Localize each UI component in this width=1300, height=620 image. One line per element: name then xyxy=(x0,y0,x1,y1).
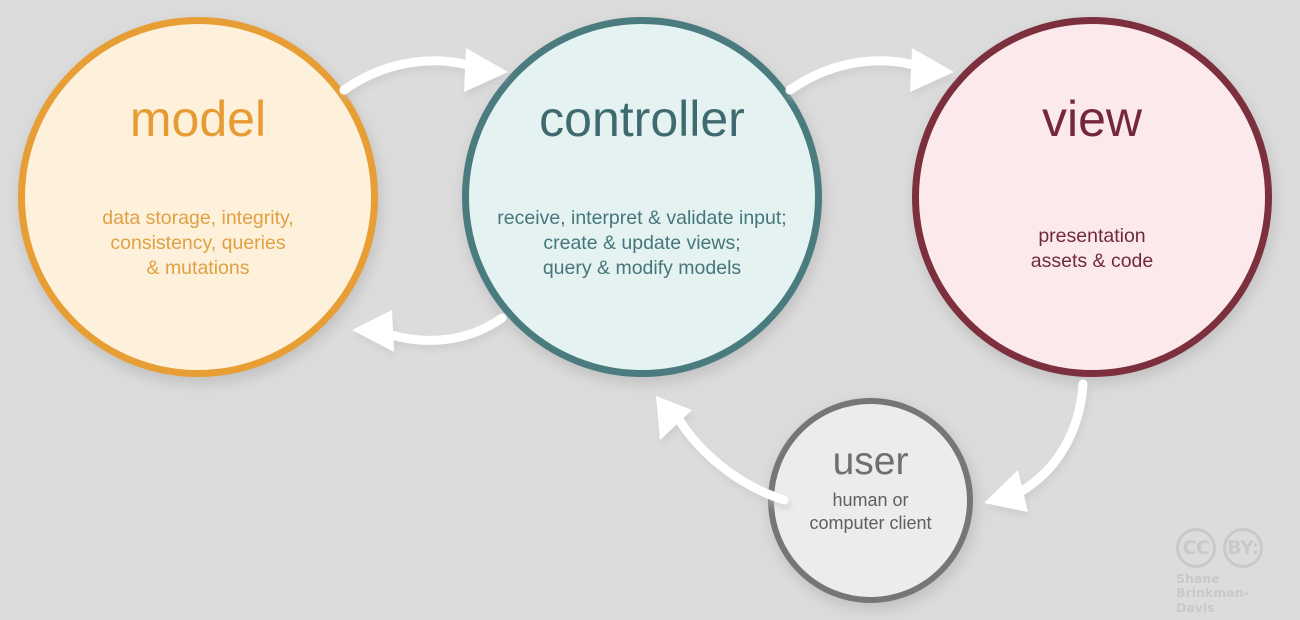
arrow-view-to-user xyxy=(984,379,1088,512)
node-model[interactable]: model data storage, integrity, consisten… xyxy=(18,17,378,377)
node-model-description: data storage, integrity, consistency, qu… xyxy=(102,207,294,279)
cc-marks: CC BY: xyxy=(1176,528,1286,568)
creative-commons-badge: CC BY: Shane Brinkman-Davis xyxy=(1176,528,1286,614)
node-view-description: presentation assets & code xyxy=(1030,225,1154,272)
node-user-description: human or computer client xyxy=(809,490,932,534)
author-credit: Shane Brinkman-Davis xyxy=(1176,571,1249,615)
node-controller-title: controller xyxy=(539,91,745,147)
node-user[interactable]: user human or computer client xyxy=(768,398,973,603)
cc-by-icon: BY: xyxy=(1223,528,1263,568)
arrow-user-to-controller xyxy=(656,396,789,505)
arrow-model-to-controller xyxy=(339,48,508,95)
cc-icon: CC xyxy=(1176,528,1216,568)
node-controller-description: receive, interpret & validate input; cre… xyxy=(497,207,787,279)
node-view-title: view xyxy=(1041,91,1143,147)
arrow-controller-to-view xyxy=(785,48,954,95)
node-view[interactable]: view presentation assets & code xyxy=(912,17,1272,377)
arrow-controller-to-model xyxy=(352,310,507,352)
node-user-title: user xyxy=(832,440,909,483)
node-controller[interactable]: controller receive, interpret & validate… xyxy=(462,17,822,377)
node-model-title: model xyxy=(129,91,267,147)
